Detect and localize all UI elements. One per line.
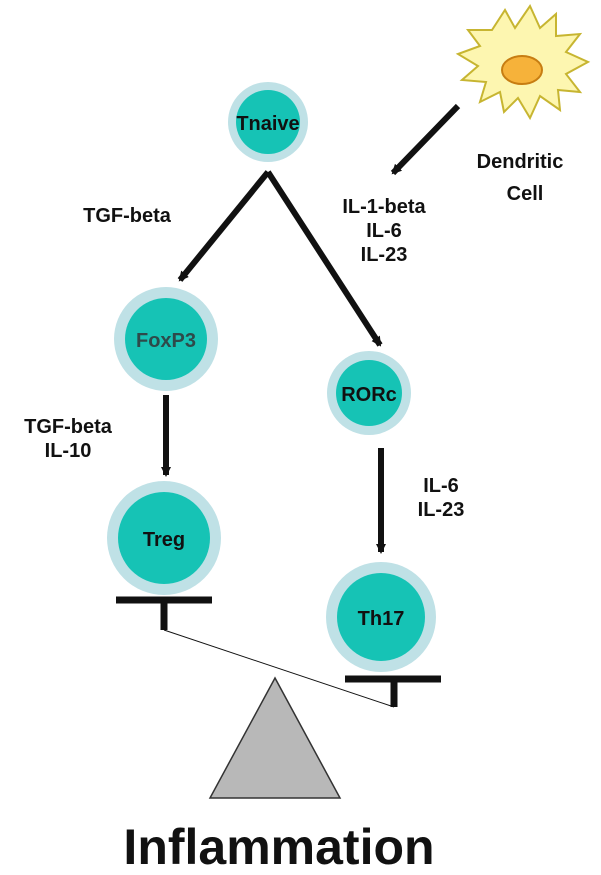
cytokine-dc-rorc-3: IL-23 bbox=[361, 244, 408, 266]
rorc-label: RORc bbox=[341, 384, 397, 406]
dendritic-cell bbox=[455, 3, 591, 121]
cytokine-tnaive-foxp3-1: TGF-beta bbox=[83, 205, 172, 227]
foxp3-cell: FoxP3 bbox=[114, 287, 218, 391]
th17-cell: Th17 bbox=[326, 562, 436, 672]
cytokine-rorc-th17-1: IL-6 bbox=[423, 475, 459, 497]
tnaive-label: Tnaive bbox=[236, 113, 299, 135]
dendritic-cell-nucleus bbox=[501, 55, 543, 85]
dendritic-cell-label-line1: Dendritic bbox=[477, 151, 564, 173]
treg-cell: Treg bbox=[107, 481, 221, 595]
balance-beam bbox=[163, 629, 395, 708]
cytokine-dc-rorc-2: IL-6 bbox=[366, 220, 402, 242]
th17-label: Th17 bbox=[358, 608, 405, 630]
arrow-tnaive-to-rorc bbox=[265, 170, 383, 347]
rorc-cell: RORc bbox=[327, 351, 411, 435]
cytokine-rorc-th17-2: IL-23 bbox=[418, 499, 465, 521]
inflammation-title: Inflammation bbox=[123, 819, 434, 875]
foxp3-label: FoxP3 bbox=[136, 330, 196, 352]
balance-fulcrum bbox=[208, 676, 342, 799]
cytokine-foxp3-treg-1: TGF-beta bbox=[24, 416, 113, 438]
arrow-dc-to-pathway bbox=[390, 103, 461, 176]
cytokine-dc-rorc-1: IL-1-beta bbox=[342, 196, 426, 218]
tnaive-cell: Tnaive bbox=[228, 82, 308, 162]
dendritic-cell-label-line2: Cell bbox=[507, 183, 544, 205]
cytokine-foxp3-treg-2: IL-10 bbox=[45, 440, 92, 462]
treg-label: Treg bbox=[143, 529, 185, 551]
arrow-tnaive-to-foxp3 bbox=[177, 170, 271, 282]
